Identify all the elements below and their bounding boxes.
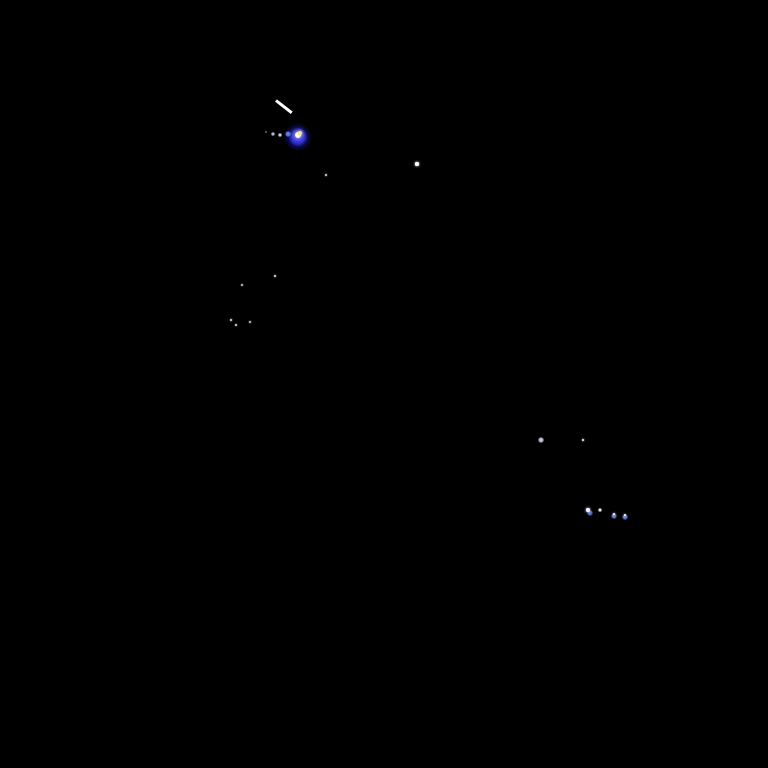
primary-core-white <box>294 131 302 139</box>
tidal-trail-mid <box>271 132 275 136</box>
mid-right-faint-blob <box>538 437 544 443</box>
primary-blue-object-halo <box>284 123 312 151</box>
lower-right-blob-d-core <box>623 513 627 517</box>
lower-right-blob-a <box>586 509 594 517</box>
upper-right-point <box>415 162 419 166</box>
left-point-upper <box>273 274 277 278</box>
primary-blue-object <box>289 128 307 146</box>
lower-right-blob-d <box>622 514 628 520</box>
lower-right-blob-b <box>598 508 602 512</box>
companion-blue-knot <box>285 131 291 137</box>
cosmic-ray-streak <box>275 99 293 114</box>
tidal-trail-outer <box>264 130 268 134</box>
lower-right-blob-c <box>611 513 617 519</box>
tidal-trail-inner <box>277 132 283 138</box>
left-point-lower-a <box>229 318 233 322</box>
left-point-mid <box>241 284 243 286</box>
left-point-lower-c <box>249 321 251 323</box>
lower-right-blob-c-core <box>612 512 616 516</box>
upper-mid-point <box>324 173 328 177</box>
primary-core-yellow <box>298 131 302 135</box>
lower-right-blob-a-core <box>586 508 590 512</box>
mid-right-point <box>581 438 585 442</box>
left-point-lower-b <box>234 323 238 327</box>
